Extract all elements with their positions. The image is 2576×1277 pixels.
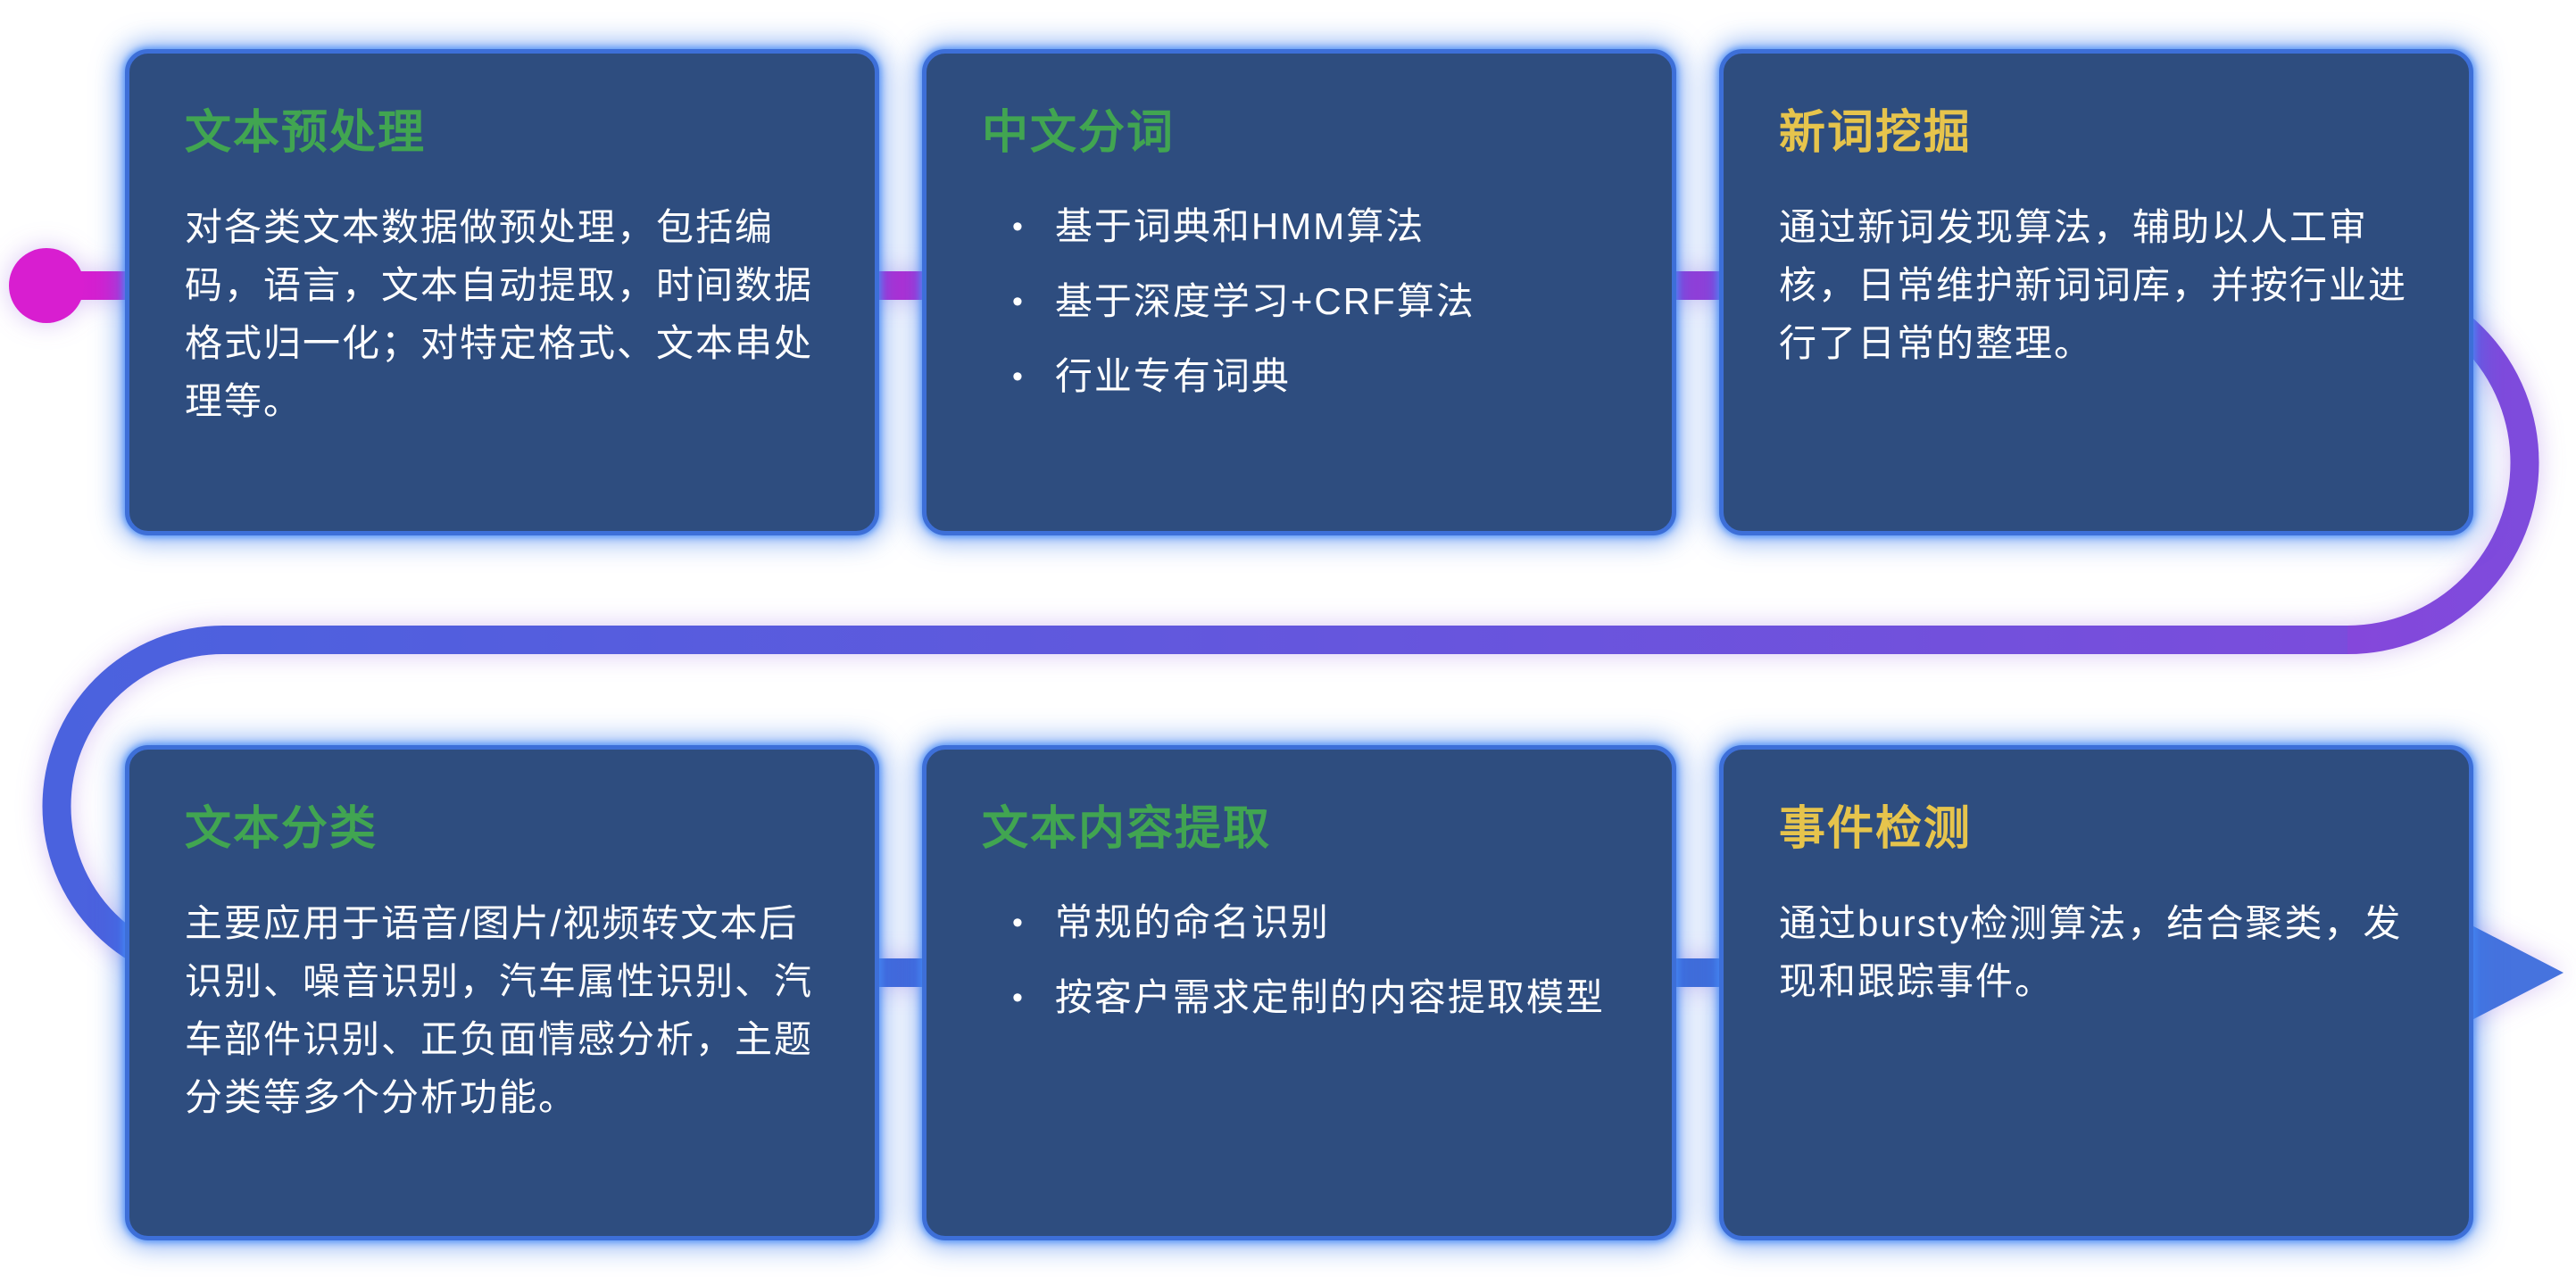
card-body: 对各类文本数据做预处理，包括编码，语言，文本自动提取，时间数据格式归一化；对特定… (185, 206, 814, 422)
card-text-content-extraction: 文本内容提取 • 常规的命名识别 • 按客户需求定制的内容提取模型 (922, 745, 1676, 1240)
card-event-detection: 事件检测 通过bursty检测算法，结合聚类，发现和跟踪事件。 (1719, 745, 2473, 1240)
bullet-text: 基于词典和HMM算法 (1054, 205, 1425, 247)
bullet-text: 基于深度学习+CRF算法 (1054, 280, 1475, 322)
card-body: 通过新词发现算法，辅助以人工审核，日常维护新词词库，并按行业进行了日常的整理。 (1779, 206, 2408, 364)
card-title: 文本预处理 (185, 107, 427, 159)
bullet-item: • 基于深度学习+CRF算法 (1012, 273, 1616, 330)
bullet-icon: • (1012, 981, 1023, 1015)
bullet-text: 常规的命名识别 (1054, 901, 1330, 943)
card-text-preprocessing: 文本预处理 对各类文本数据做预处理，包括编码，语言，文本自动提取，时间数据格式归… (125, 49, 879, 535)
card-title: 事件检测 (1779, 803, 1973, 855)
card-chinese-word-segmentation: 中文分词 • 基于词典和HMM算法 • 基于深度学习+CRF算法 • 行业专有词… (922, 49, 1676, 535)
bullet-item: • 基于词典和HMM算法 (1012, 198, 1616, 255)
flow-arrow-icon (2453, 916, 2564, 1030)
bullet-item: • 常规的命名识别 (1012, 894, 1616, 951)
bullet-icon: • (1012, 285, 1023, 319)
bullet-item: • 行业专有词典 (1012, 348, 1616, 405)
card-new-word-mining: 新词挖掘 通过新词发现算法，辅助以人工审核，日常维护新词词库，并按行业进行了日常… (1719, 49, 2473, 535)
card-bullet-list: • 基于词典和HMM算法 • 基于深度学习+CRF算法 • 行业专有词典 (982, 198, 1616, 405)
bullet-icon: • (1012, 210, 1023, 244)
bullet-icon: • (1012, 360, 1023, 394)
card-title: 中文分词 (982, 107, 1176, 159)
card-title: 文本内容提取 (982, 803, 1272, 855)
card-body: 通过bursty检测算法，结合聚类，发现和跟踪事件。 (1779, 902, 2403, 1002)
bullet-item: • 按客户需求定制的内容提取模型 (1012, 969, 1616, 1026)
card-text-classification: 文本分类 主要应用于语音/图片/视频转文本后识别、噪音识别，汽车属性识别、汽车部… (125, 745, 879, 1240)
bullet-text: 按客户需求定制的内容提取模型 (1054, 976, 1605, 1018)
card-title: 新词挖掘 (1779, 107, 1973, 159)
card-body: 主要应用于语音/图片/视频转文本后识别、噪音识别，汽车属性识别、汽车部件识别、正… (185, 902, 814, 1118)
card-bullet-list: • 常规的命名识别 • 按客户需求定制的内容提取模型 (982, 894, 1616, 1026)
flow-start-dot (9, 248, 84, 323)
card-title: 文本分类 (185, 803, 378, 855)
bullet-icon: • (1012, 906, 1023, 940)
bullet-text: 行业专有词典 (1054, 355, 1291, 397)
